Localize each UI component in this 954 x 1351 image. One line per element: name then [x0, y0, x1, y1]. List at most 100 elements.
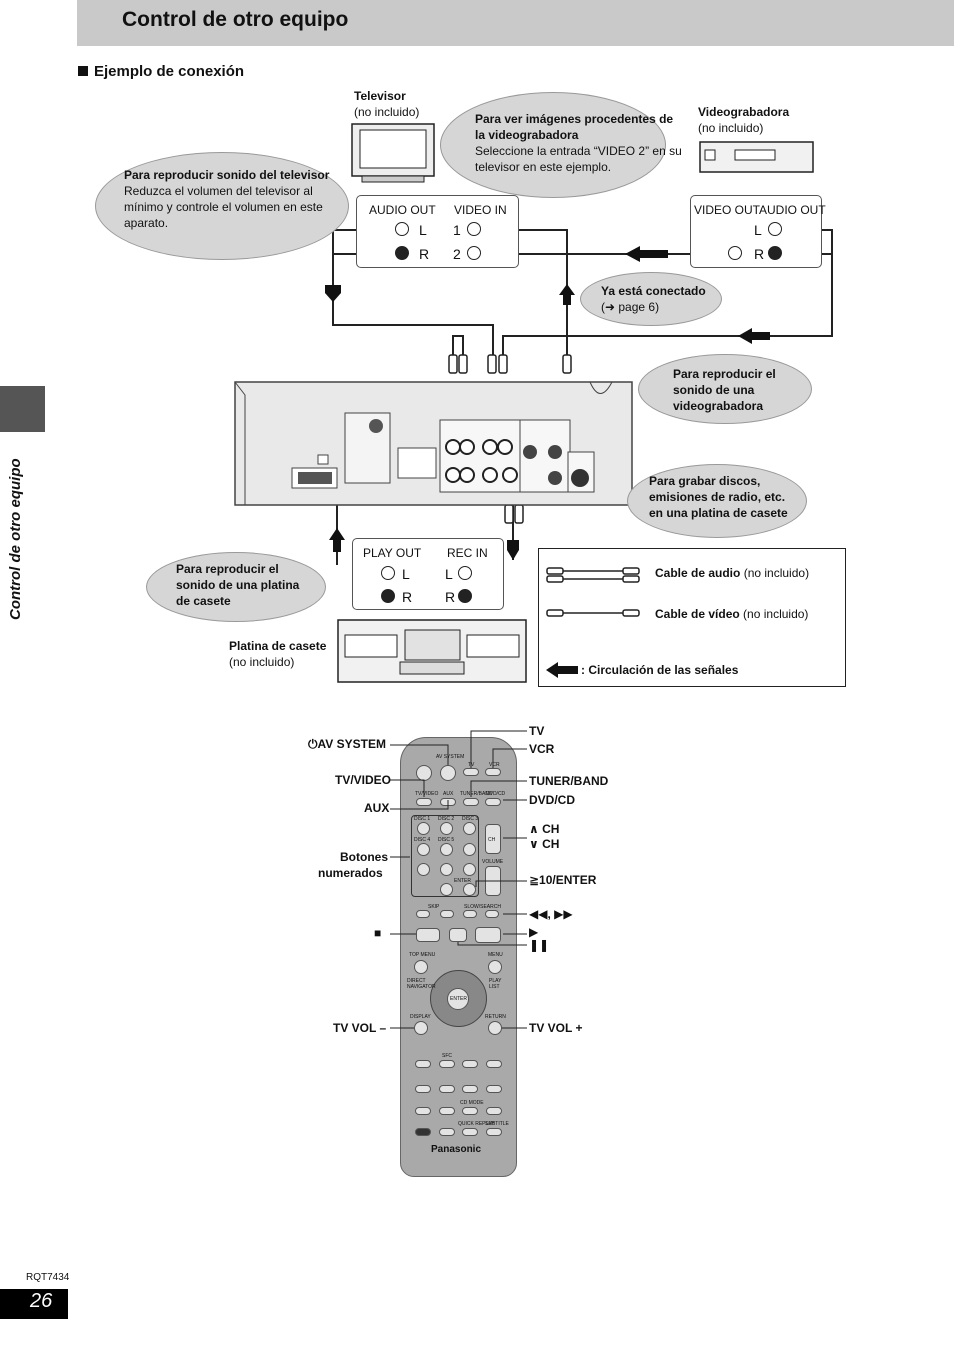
tv-note: (no incluido)	[354, 105, 420, 119]
vcr-note: (no incluido)	[698, 121, 764, 135]
remote-setup-button[interactable]	[486, 1085, 502, 1093]
remote-test-button[interactable]	[439, 1128, 455, 1136]
remote-skip-forward[interactable]	[440, 910, 454, 918]
remote-vcr-button[interactable]	[485, 768, 501, 776]
tiny-play-list: PLAY LIST	[489, 978, 502, 990]
tv-jack-l	[395, 222, 409, 241]
label-tv-video: TV/VIDEO	[335, 773, 392, 787]
remote-top-menu-button[interactable]	[414, 960, 428, 974]
tiny-subtitle: SUBTITLE	[485, 1121, 509, 1127]
vcr-jack-r	[768, 246, 782, 265]
vcr-title: Videograbadora	[698, 105, 790, 119]
remote-repeat-button[interactable]	[486, 1107, 502, 1115]
remote-search-back[interactable]	[463, 910, 477, 918]
arrow-down-2	[507, 540, 519, 560]
tv-audio-cable	[332, 229, 494, 355]
remote-shift-button[interactable]	[415, 1128, 431, 1136]
remote-number-pad	[411, 815, 479, 897]
label-aux: AUX	[364, 801, 390, 815]
signal-arrows	[325, 246, 770, 560]
tiny-ch: CH	[488, 837, 496, 843]
remote-tv-vol-plus-button[interactable]	[488, 1021, 502, 1035]
remote-subtitle-button[interactable]	[486, 1128, 502, 1136]
remote-control	[400, 737, 517, 1177]
remote-subwoofer-button[interactable]	[415, 1060, 431, 1068]
remote-callout-lines	[390, 730, 527, 1029]
remote-pause-button[interactable]	[449, 928, 467, 942]
remote-group-button[interactable]	[439, 1107, 455, 1115]
remote-play-button[interactable]	[475, 927, 501, 943]
remote-tuner-band-button[interactable]	[463, 798, 479, 806]
legend-audio-note: (no incluido)	[743, 566, 810, 580]
label-stop: ■	[374, 926, 382, 940]
vcr-label: Videograbadora (no incluido)	[698, 104, 789, 136]
remote-num-9[interactable]	[463, 863, 476, 876]
power-icon: ⏻	[308, 737, 318, 751]
remote-eq-button[interactable]	[486, 1060, 502, 1068]
tiny-center-enter: ENTER	[450, 996, 467, 1002]
remote-fl-display-button[interactable]	[415, 1107, 431, 1115]
remote-skip-back[interactable]	[416, 910, 430, 918]
remote-num-5[interactable]	[440, 843, 453, 856]
remote-num-4[interactable]	[417, 843, 430, 856]
label-tv-vol-plus: TV VOL +	[529, 1021, 583, 1035]
remote-av-system-button[interactable]	[440, 765, 456, 781]
remote-num-8[interactable]	[440, 863, 453, 876]
label-play: ▶	[529, 925, 539, 939]
cassette-title: Platina de casete	[229, 639, 327, 653]
tiny-direct-navigator: DIRECT NAVIGATOR	[407, 978, 436, 990]
doc-code: RQT7434	[26, 1272, 70, 1283]
rec-l-label: L	[445, 566, 453, 582]
remote-ten-enter-button[interactable]	[463, 883, 476, 896]
tiny-display: DISPLAY	[410, 1014, 431, 1020]
remote-tv-video-button[interactable]	[416, 798, 432, 806]
remote-ch-rocker[interactable]	[485, 824, 501, 854]
tiny-top-menu: TOP MENU	[409, 952, 436, 958]
remote-num-0[interactable]	[440, 883, 453, 896]
label-dvd-cd: DVD/CD	[529, 793, 576, 807]
tv-audio-out-label: AUDIO OUT	[369, 203, 436, 217]
remote-dvd-cd-button[interactable]	[485, 798, 501, 806]
remote-position-button[interactable]	[439, 1085, 455, 1093]
rec-r-label: R	[445, 589, 456, 605]
tiny-disc1: DISC 1	[414, 816, 431, 822]
tv-illustration	[351, 123, 435, 183]
remote-num-1[interactable]	[417, 822, 430, 835]
bubble-vcr-sound	[638, 354, 812, 424]
remote-zoom-button[interactable]	[462, 1085, 478, 1093]
label-skip: ◀◀, ▶▶	[529, 907, 573, 921]
remote-num-7[interactable]	[417, 863, 430, 876]
tv-video-in-label: VIDEO IN	[454, 203, 507, 217]
tv-video-cable	[515, 229, 568, 355]
remote-cfocus-button[interactable]	[462, 1060, 478, 1068]
bubble-tv-sound	[95, 152, 349, 260]
remote-num-6[interactable]	[463, 843, 476, 856]
vcr-audio-out-label: AUDIO OUT	[759, 203, 826, 217]
remote-brand: Panasonic	[431, 1144, 482, 1155]
tiny-tuner-band: TUNER/BAND	[460, 791, 493, 797]
legend-cables-icon	[546, 567, 640, 617]
remote-quick-replay-button[interactable]	[462, 1128, 478, 1136]
remote-menu-button[interactable]	[488, 960, 502, 974]
remote-num-3[interactable]	[463, 822, 476, 835]
connection-diagram	[234, 123, 833, 683]
bubble-already-title: Ya está conectado	[601, 284, 706, 298]
remote-cd-mode-button[interactable]	[462, 1107, 478, 1115]
rec-in-jack-l	[458, 566, 472, 585]
remote-enter-button[interactable]	[447, 988, 469, 1010]
remote-sleep-button[interactable]	[415, 1085, 431, 1093]
vcr-l-label: L	[754, 222, 762, 238]
side-tab	[0, 386, 45, 432]
remote-num-2[interactable]	[440, 822, 453, 835]
tiny-return: RETURN	[485, 1014, 506, 1020]
remote-search-forward[interactable]	[485, 910, 499, 918]
vcr-terminal-panel	[690, 195, 822, 268]
remote-stop-button[interactable]	[416, 928, 440, 942]
remote-tv-button[interactable]	[463, 768, 479, 776]
tiny-dvd-cd: DVD/CD	[486, 791, 506, 797]
bubble-vcr-images	[440, 92, 666, 198]
rec-in-jack-r	[458, 589, 472, 608]
legend-audio-bold: Cable de audio	[655, 566, 741, 580]
remote-sfc-button[interactable]	[439, 1060, 455, 1068]
remote-tv-vol-minus-button[interactable]	[414, 1021, 428, 1035]
